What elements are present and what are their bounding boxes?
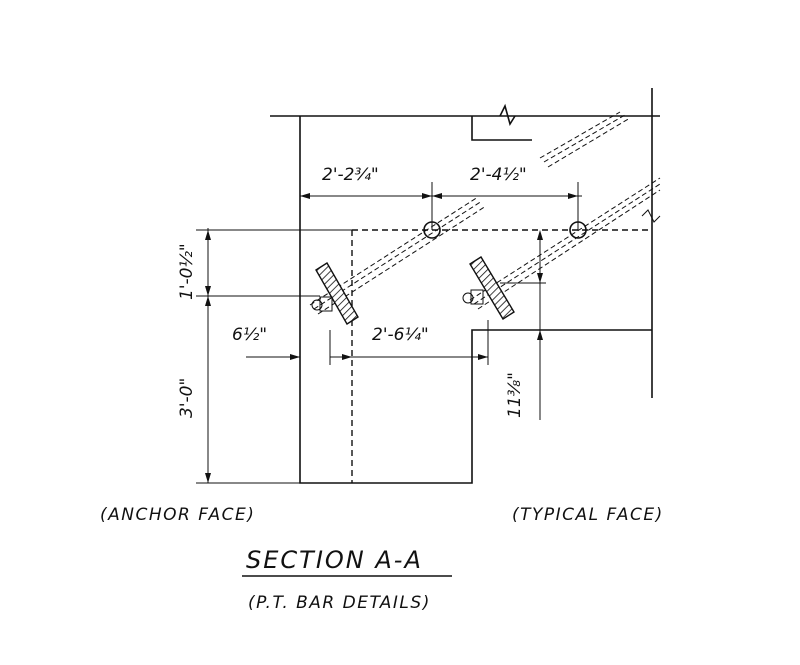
dim-top-left: 2'-2¾"	[322, 165, 379, 185]
pt-bar-right	[469, 177, 661, 310]
anchor-plate-right	[469, 256, 515, 320]
pt-bar-top	[539, 111, 631, 168]
dim-left-upper: 1'-0½"	[177, 243, 197, 300]
dim-middle: 2'-6¼"	[372, 325, 429, 345]
anchor-nut-right	[462, 289, 484, 305]
dim-small-left: 6½"	[232, 325, 267, 345]
dashed-core-outline	[351, 229, 652, 483]
dimension-lines	[196, 182, 582, 484]
section-subtitle: (P.T. BAR DETAILS)	[248, 593, 431, 613]
dim-top-right: 2'-4½"	[470, 165, 527, 185]
typical-face-label: (TYPICAL FACE)	[512, 505, 664, 525]
anchor-plate-left	[315, 262, 359, 325]
dim-right-vertical: 11⅜"	[505, 372, 525, 418]
anchor-nut-left	[311, 296, 333, 312]
section-title: SECTION A-A	[246, 546, 423, 574]
anchor-face-label: (ANCHOR FACE)	[100, 505, 255, 525]
dim-left-lower: 3'-0"	[177, 378, 197, 418]
